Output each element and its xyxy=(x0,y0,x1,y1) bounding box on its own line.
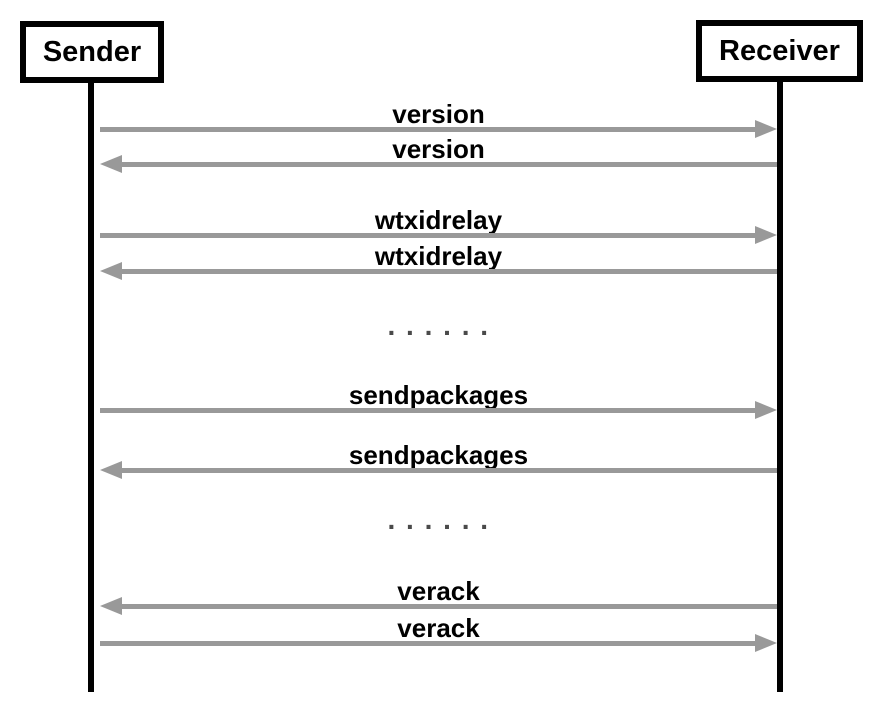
actor-box-sender: Sender xyxy=(20,21,164,83)
message-label: verack xyxy=(397,576,480,606)
actor-box-receiver: Receiver xyxy=(696,20,863,82)
arrow-line xyxy=(118,269,777,274)
message-label: sendpackages xyxy=(348,380,529,410)
ellipsis-dots: . . . . . . xyxy=(387,504,490,535)
ellipsis-dots: . . . . . . xyxy=(387,310,490,341)
arrow-line xyxy=(100,127,759,132)
message-label: wtxidrelay xyxy=(374,205,503,235)
arrow-line xyxy=(100,408,759,413)
actor-label-receiver: Receiver xyxy=(719,34,840,67)
message-label: version xyxy=(392,99,485,129)
message-label: wtxidrelay xyxy=(374,241,503,271)
message-label: sendpackages xyxy=(348,440,529,470)
lifeline-sender xyxy=(88,82,94,692)
arrow-line xyxy=(118,468,777,473)
message-label: version xyxy=(392,134,485,164)
arrowhead-right-icon xyxy=(755,401,777,419)
arrow-line xyxy=(118,162,777,167)
arrow-line xyxy=(118,604,777,609)
arrowhead-left-icon xyxy=(100,262,122,280)
lifeline-receiver xyxy=(777,81,783,692)
arrow-line xyxy=(100,641,759,646)
arrowhead-left-icon xyxy=(100,597,122,615)
arrowhead-right-icon xyxy=(755,634,777,652)
arrowhead-left-icon xyxy=(100,155,122,173)
arrowhead-right-icon xyxy=(755,226,777,244)
arrowhead-right-icon xyxy=(755,120,777,138)
actor-label-sender: Sender xyxy=(42,35,142,68)
arrowhead-left-icon xyxy=(100,461,122,479)
message-label: verack xyxy=(397,613,480,643)
arrow-line xyxy=(100,233,759,238)
